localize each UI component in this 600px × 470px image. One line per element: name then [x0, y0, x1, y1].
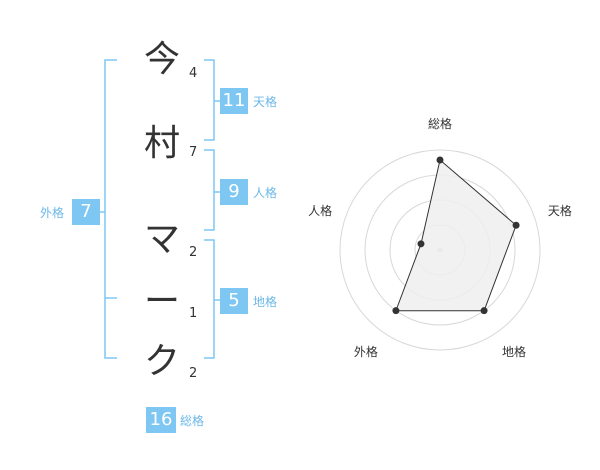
radar-point-0 — [436, 156, 444, 164]
jinkaku-bracket — [204, 149, 215, 231]
name-char-5: ク — [143, 341, 180, 382]
radar-point-3 — [392, 307, 400, 315]
jinkaku-label: 人格 — [253, 186, 278, 200]
name-char-1: 今 — [143, 39, 180, 80]
stroke-count-2: 7 — [189, 145, 198, 160]
radar-ring-4 — [339, 149, 541, 351]
stroke-count-4: 1 — [189, 306, 198, 321]
radar-points — [392, 156, 520, 315]
stroke-count-3: 2 — [189, 245, 198, 260]
chikaku-label: 地格 — [253, 295, 278, 309]
chikaku-bracket — [204, 239, 215, 359]
stroke-count-5: 2 — [189, 366, 198, 381]
radar-axis-label-0: 総格 — [428, 116, 452, 131]
soukaku-label: 総格 — [180, 414, 205, 428]
tenkaku-label: 天格 — [253, 95, 278, 109]
radar-polygon — [395, 159, 517, 312]
name-char-3: マ — [143, 219, 180, 260]
gaikaku-bracket — [104, 59, 117, 359]
soukaku-value: 16 — [146, 407, 176, 433]
tenkaku-bracket — [204, 59, 215, 141]
stroke-count-1: 4 — [189, 66, 198, 81]
gaikaku-label: 外格 — [40, 206, 65, 220]
chikaku-value: 5 — [220, 288, 248, 314]
name-char-4: ー — [143, 281, 180, 322]
jinkaku-value: 9 — [220, 179, 248, 205]
name-char-2: 村 — [143, 123, 180, 164]
radar-point-2 — [480, 307, 488, 315]
radar-axis-label-2: 地格 — [502, 344, 526, 359]
radar-point-4 — [417, 240, 425, 248]
radar-axis-label-1: 天格 — [548, 203, 572, 218]
gaikaku-value: 7 — [72, 199, 100, 225]
radar-axis-label-3: 外格 — [354, 344, 378, 359]
radar-point-1 — [512, 221, 520, 229]
tenkaku-value: 11 — [220, 88, 248, 114]
radar-axis-label-4: 人格 — [308, 203, 332, 218]
